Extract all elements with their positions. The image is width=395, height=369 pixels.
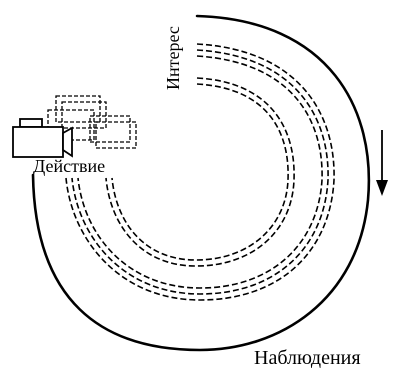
interest-label: Интерес bbox=[163, 26, 183, 90]
action-label: Действие bbox=[33, 156, 105, 176]
observation-label: Наблюдения bbox=[254, 347, 361, 369]
dashed-arc-outer-1 bbox=[65, 43, 335, 301]
video-camera-icon bbox=[12, 118, 73, 158]
dashed-arc-inner-1 bbox=[105, 77, 295, 267]
dashed-arc-inner-2 bbox=[111, 83, 289, 261]
observation-arc bbox=[31, 14, 371, 352]
arrow-down-icon bbox=[376, 130, 388, 196]
dashed-arc-outer-2 bbox=[71, 49, 329, 295]
dashed-arc-outer-3 bbox=[77, 55, 323, 289]
